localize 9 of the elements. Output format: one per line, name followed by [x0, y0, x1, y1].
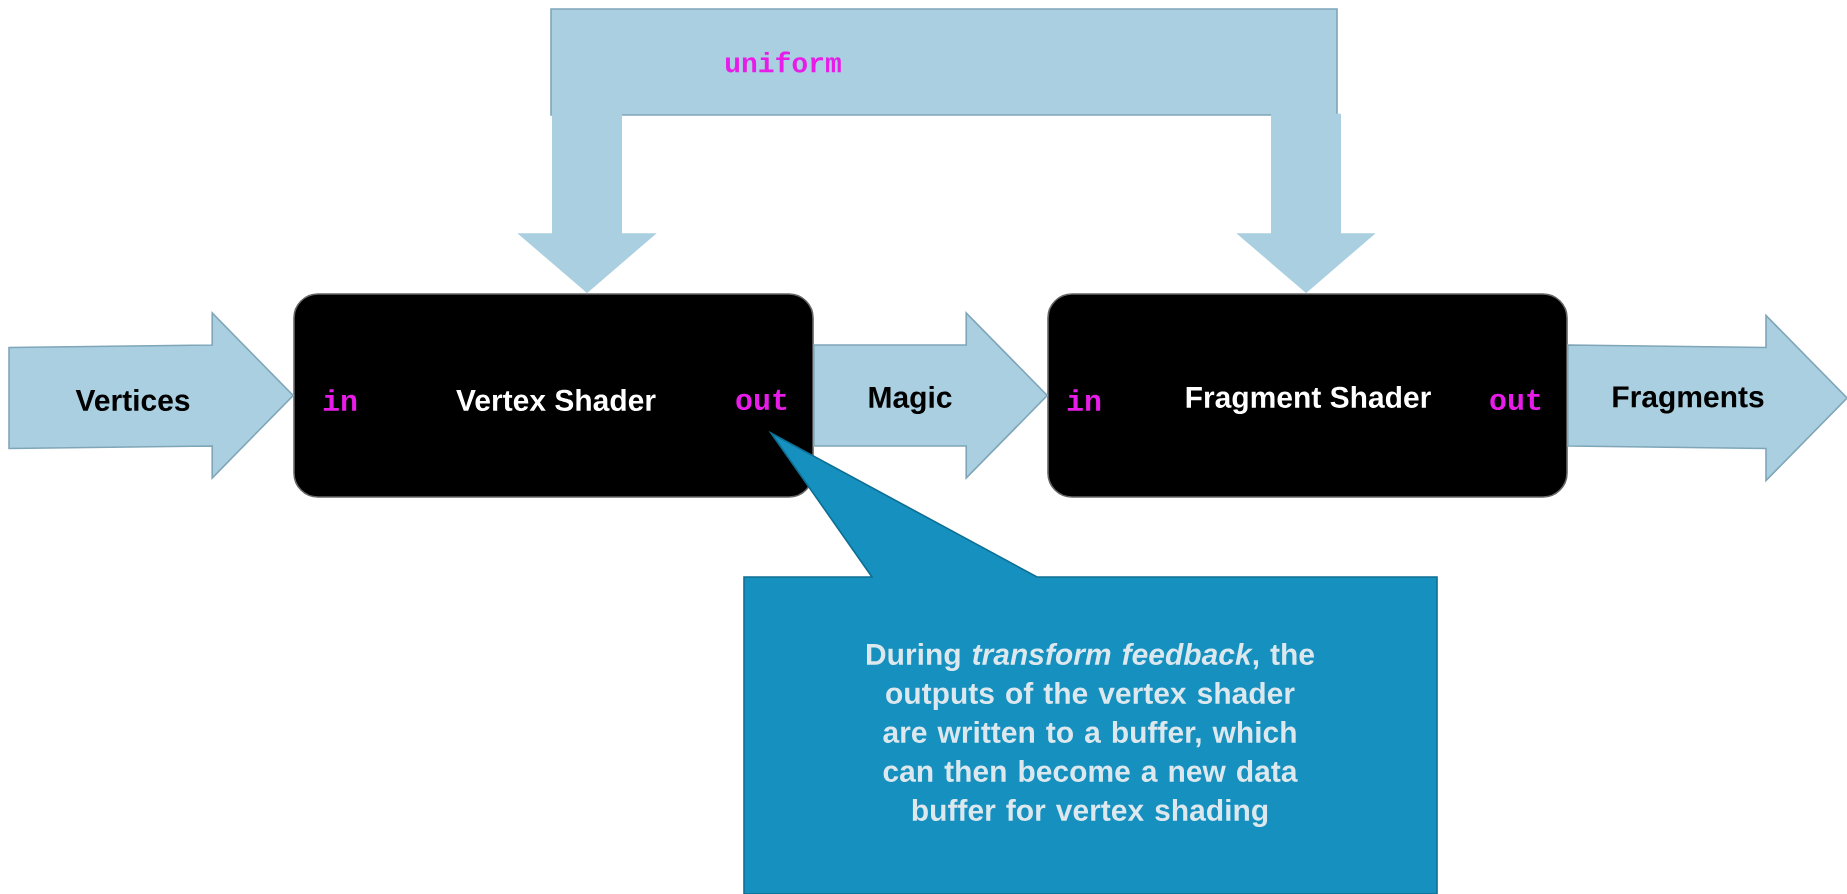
shader-box: in Fragment Shader out: [1047, 293, 1568, 498]
edge-label: Vertices: [75, 389, 190, 411]
block-arrow: [813, 311, 1049, 480]
edge-label: Fragments: [1613, 386, 1764, 414]
edge-label: Magic: [869, 385, 952, 415]
callout-box: During transform feedback, the outputs of the vertex shader are written to a buffer, which can then become a new data buffer for vertex shading: [743, 430, 1438, 894]
shader-box: in Vertex Shader out: [293, 293, 814, 498]
uniform-bar: uniform: [550, 8, 1338, 116]
block-arrow: [8, 311, 295, 480]
